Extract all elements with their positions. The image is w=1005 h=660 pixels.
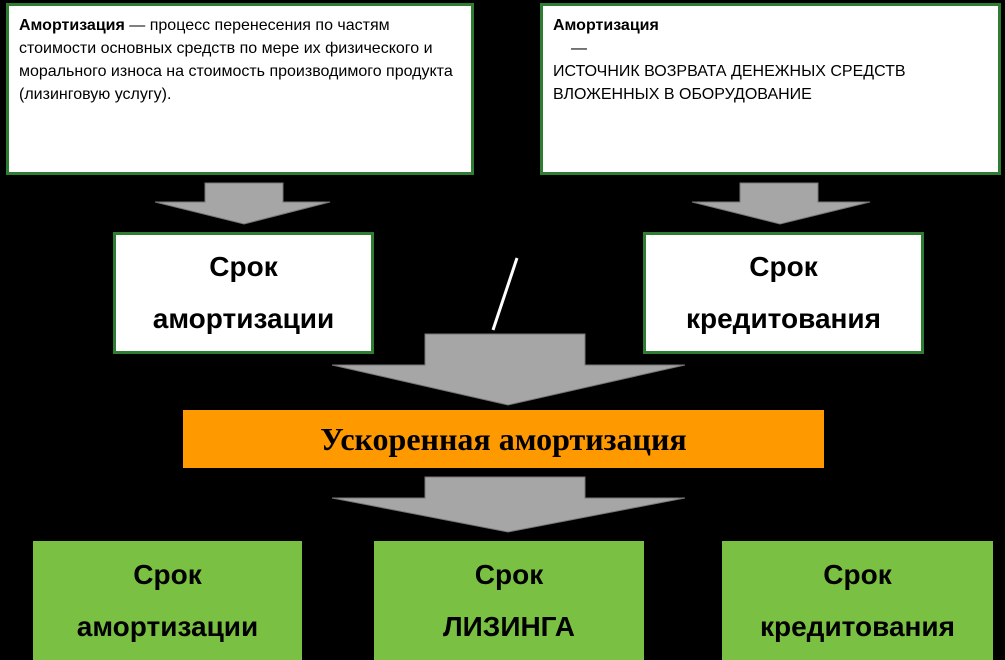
bottom-box-crediting: Срок кредитования: [722, 541, 993, 660]
middle-right-line1: Срок: [749, 251, 818, 282]
bottom-center-line1: Срок: [474, 558, 544, 590]
bottom-box-leasing: Срок ЛИЗИНГА: [374, 541, 644, 660]
bottom-right-line1: Срок: [823, 558, 892, 590]
definition-box-right: Амортизация — ИСТОЧНИК ВОЗРВАТА ДЕНЕЖНЫХ…: [540, 3, 1001, 175]
middle-box-amortization: Срок амортизации: [113, 232, 374, 354]
definition-text-right: ИСТОЧНИК ВОЗРВАТА ДЕНЕЖНЫХ СРЕДСТВ ВЛОЖЕ…: [553, 63, 906, 103]
definition-text-left: — процесс перенесения по частям стоимост…: [19, 17, 453, 103]
bottom-right-line2: кредитования: [759, 610, 955, 642]
arrow-down-bottom: [331, 476, 686, 533]
bottom-center-line2: ЛИЗИНГА: [443, 610, 575, 642]
bottom-box-amortization: Срок амортизации: [33, 541, 302, 660]
accelerated-amortization-bar: Ускоренная амортизация: [183, 410, 824, 468]
arrow-down-right: [691, 182, 871, 225]
middle-right-line2: кредитования: [685, 303, 881, 334]
arrow-down-left: [154, 182, 331, 225]
definition-dash-right: —: [571, 40, 587, 57]
definition-box-left: Амортизация — процесс перенесения по час…: [6, 3, 474, 175]
middle-left-line1: Срок: [209, 251, 278, 282]
accelerated-amortization-label: Ускоренная амортизация: [320, 420, 687, 457]
bottom-left-line2: амортизации: [76, 610, 259, 642]
middle-left-line2: амортизации: [152, 303, 335, 334]
slash-mark: [491, 257, 519, 331]
middle-box-crediting: Срок кредитования: [643, 232, 924, 354]
bottom-left-line1: Срок: [133, 558, 202, 590]
arrow-down-center: [331, 333, 686, 406]
definition-term-left: Амортизация: [19, 17, 125, 34]
definition-term-right: Амортизация: [553, 17, 659, 34]
